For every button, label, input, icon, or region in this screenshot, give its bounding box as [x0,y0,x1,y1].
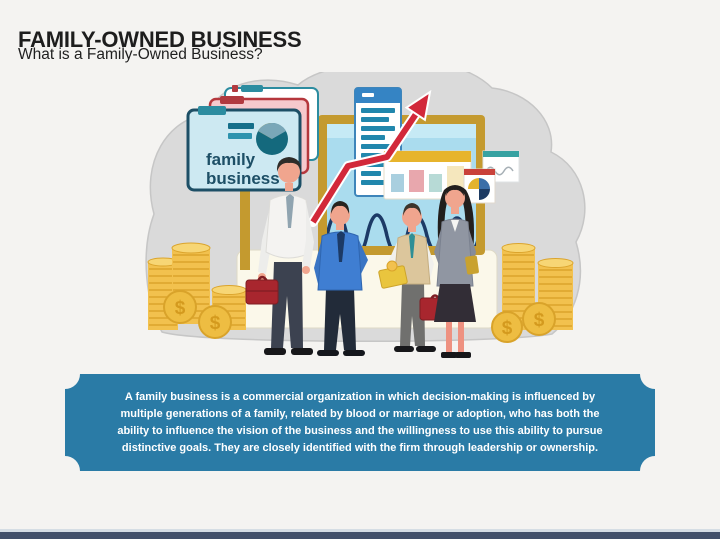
businessman-white-shirt [245,157,314,355]
businesswoman [434,185,479,358]
dollar-coin: $ [198,305,232,339]
footer-divider [0,529,720,532]
coin-stack-left: $ $ [147,242,247,339]
sign-pie-chart [256,122,288,155]
dollar-coin: $ [522,302,556,336]
definition-box: A family business is a commercial organi… [65,373,655,472]
red-briefcase [245,275,279,305]
plaque-shape [65,374,655,471]
definition-text: A family business is a commercial organi… [117,390,603,454]
definition-text-wrap: A family business is a commercial organi… [65,373,655,472]
dollar-coin: $ [491,311,523,343]
sign-text-line1: family [206,150,256,169]
sign-text-line2: business [206,169,280,188]
family-business-illustration: family business $ [145,72,586,358]
gold-clutch [465,255,479,275]
svg-text:$: $ [534,310,545,331]
page-title: FAMILY-OWNED BUSINESS [18,26,302,52]
page-subtitle: What is a Family-Owned Business? [18,46,263,63]
pie-chart-card [463,168,496,204]
footer-bar [0,532,720,539]
svg-text:$: $ [502,318,513,339]
coin-stack-right: $ $ [491,243,574,343]
dollar-coin: $ [163,290,197,324]
svg-text:$: $ [175,298,186,319]
family-business-sign: family business [186,85,319,270]
businessman-tan-vest [378,203,451,352]
growth-arrow-icon [308,89,432,227]
businessman-blue-shirt [314,201,368,356]
sign-post [240,180,250,270]
svg-text:$: $ [210,313,221,334]
